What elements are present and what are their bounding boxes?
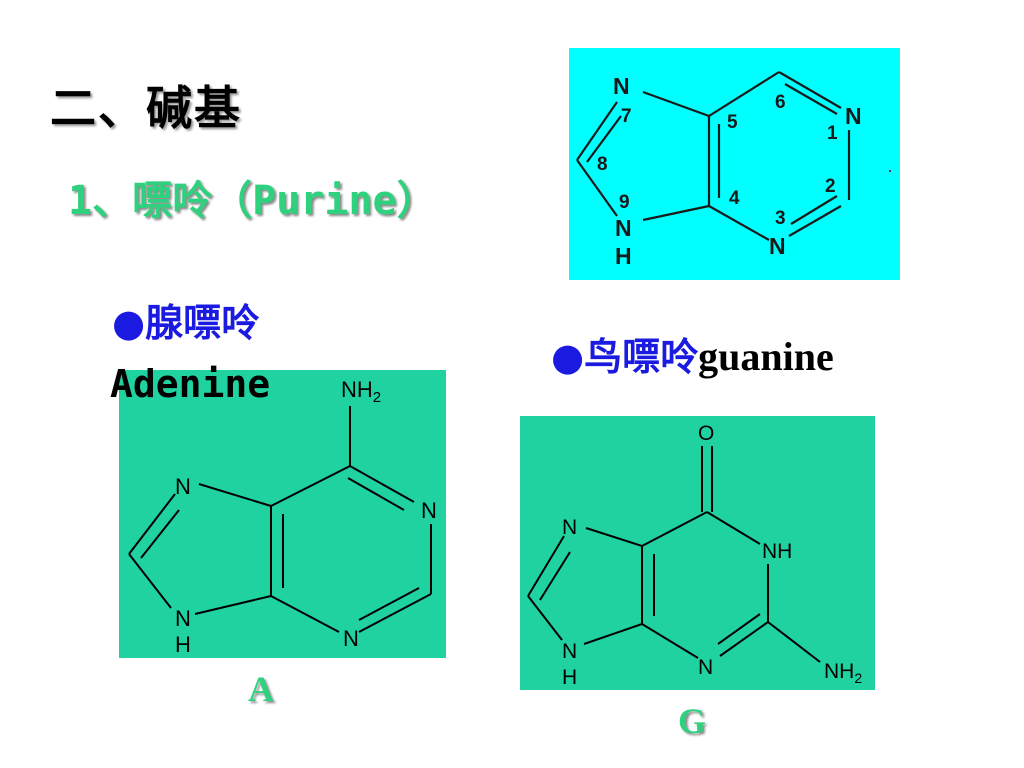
adenine-structure-svg: NH2 N N N H N [128,377,437,657]
position-number-5: 5 [727,112,738,133]
position-number-8: 8 [597,154,608,175]
adenine-atom-n9: N [175,606,191,631]
guanine-atom-n3: N [698,656,713,679]
guanine-atom-nh1: NH [762,540,792,563]
guanine-atom-h9: H [562,666,577,689]
adenine-atom-h9: H [175,632,191,657]
adenine-atom-n3: N [343,626,359,651]
guanine-letter: G [678,701,707,741]
guanine-structure-svg: O N NH N H N NH2 [527,422,862,689]
guanine-atom-n9: N [562,640,577,663]
adenine-letter: A [248,669,274,709]
purine-atom-n9: N [615,215,632,241]
purine-atom-n1: N [845,103,862,129]
position-number-6: 6 [775,92,786,113]
guanine-atom-n7: N [562,516,577,539]
purine-diagram: N N N H N 1 2 3 4 5 6 7 8 9 [569,48,900,280]
adenine-atom-n1: N [421,498,437,523]
guanine-chinese-label: ●鸟嘌呤 [551,335,699,379]
stray-dot [889,170,891,172]
adenine-atom-nh2: NH2 [341,377,381,406]
guanine-english-label: guanine [698,334,834,379]
purine-structure-svg: N N N H N 1 2 3 4 5 6 7 8 9 [576,71,862,269]
guanine-atom-nh2: NH2 [824,660,862,686]
guanine-atom-o6: O [698,422,714,445]
section-subtitle: 1、嘌呤（Purine） [68,178,437,224]
purine-atom-n3: N [769,233,786,259]
position-number-7: 7 [621,106,632,127]
guanine-structure: O N NH N H N NH2 [520,416,875,690]
purine-atom-n7: N [613,73,630,99]
adenine-structure: NH2 N N N H N [119,370,446,658]
adenine-chinese-label: ●腺嘌呤 [112,301,260,345]
guanine-label: ●鸟嘌呤guanine [551,326,834,381]
position-number-3: 3 [775,208,786,229]
position-number-9: 9 [619,192,630,213]
position-number-2: 2 [825,176,836,197]
position-number-1: 1 [827,123,838,144]
purine-atom-h9: H [615,243,632,269]
position-number-4: 4 [729,188,740,209]
page-title: 二、碱基 [50,81,242,135]
adenine-english-label: Adenine [110,362,271,406]
adenine-atom-n7: N [175,474,191,499]
